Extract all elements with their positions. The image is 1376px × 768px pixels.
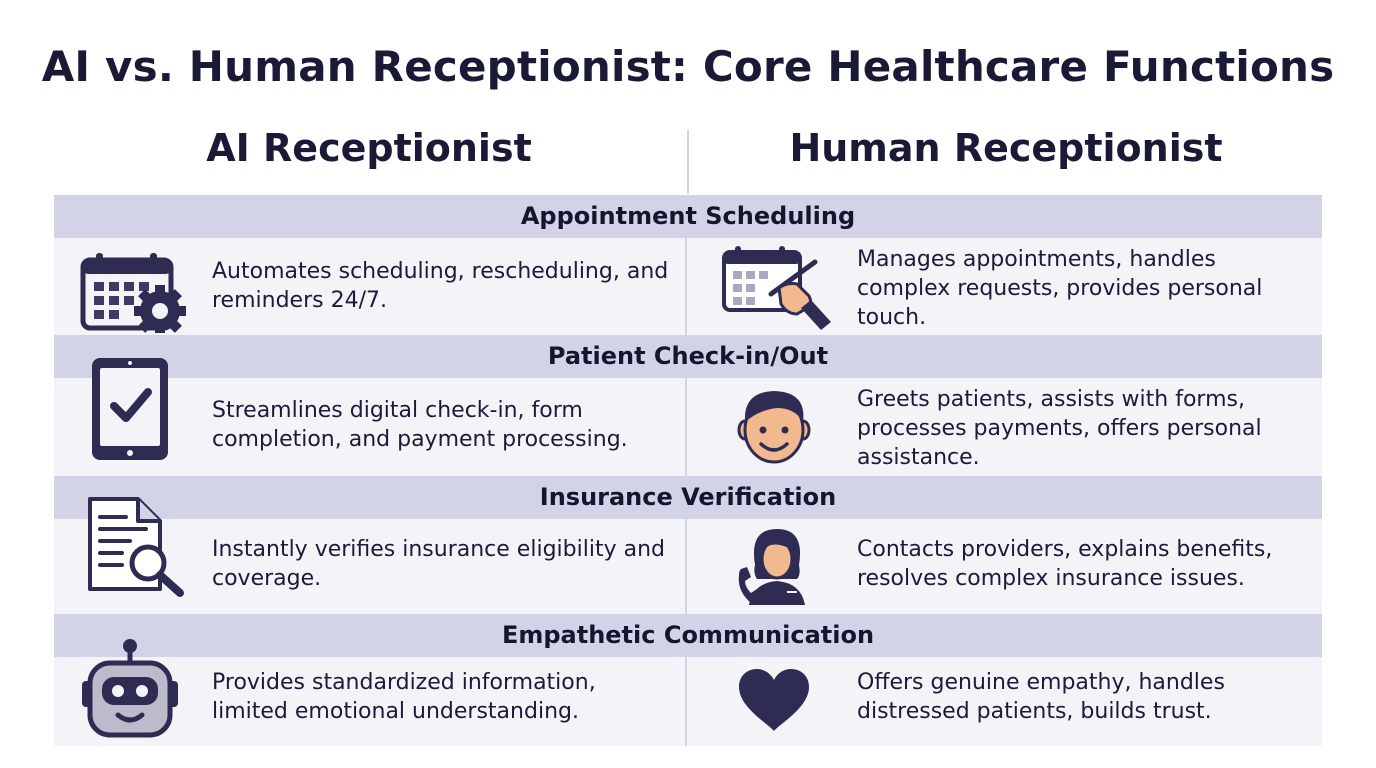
section-row: Automates scheduling, rescheduling, and … <box>54 238 1322 335</box>
column-header-ai: AI Receptionist <box>206 126 532 170</box>
human-description: Manages appointments, handles complex re… <box>857 247 1263 330</box>
section-empathetic-communication: Empathetic Communication Provides standa… <box>54 614 1322 746</box>
robot-icon <box>82 639 178 738</box>
comparison-table: Appointment Scheduling <box>54 195 1322 746</box>
section-heading: Empathetic Communication <box>54 614 1322 657</box>
calendar-gear-icon <box>80 253 186 333</box>
section-heading: Appointment Scheduling <box>54 195 1322 238</box>
ai-cell: Provides standardized information, limit… <box>54 639 687 746</box>
ai-description: Automates scheduling, rescheduling, and … <box>212 259 669 313</box>
document-magnifier-icon <box>88 497 184 597</box>
section-heading: Insurance Verification <box>54 476 1322 519</box>
human-description: Contacts providers, explains benefits, r… <box>857 537 1273 591</box>
woman-phone-icon <box>738 529 805 605</box>
human-cell: Contacts providers, explains benefits, r… <box>687 519 1322 614</box>
human-cell: Greets patients, assists with forms, pro… <box>687 378 1322 476</box>
section-insurance-verification: Insurance Verification Instantl <box>54 476 1322 614</box>
ai-description: Streamlines digital check-in, form compl… <box>212 398 628 452</box>
ai-description: Instantly verifies insurance eligibility… <box>212 537 665 591</box>
heart-icon <box>739 669 809 731</box>
ai-cell: Instantly verifies insurance eligibility… <box>54 497 687 614</box>
page-title: AI vs. Human Receptionist: Core Healthca… <box>41 42 1335 91</box>
smiling-person-icon <box>737 391 811 464</box>
human-cell: Offers genuine empathy, handles distress… <box>687 657 1322 746</box>
ai-description: Provides standardized information, limit… <box>212 670 596 724</box>
human-description: Greets patients, assists with forms, pro… <box>857 387 1262 470</box>
tablet-checkmark-icon <box>92 358 168 460</box>
human-description: Offers genuine empathy, handles distress… <box>857 670 1225 724</box>
section-row: Provides standardized information, limit… <box>54 639 1322 746</box>
column-divider <box>687 130 689 194</box>
section-heading: Patient Check-in/Out <box>54 335 1322 378</box>
human-cell: Manages appointments, handles complex re… <box>687 238 1322 335</box>
ai-cell: Streamlines digital check-in, form compl… <box>54 358 687 476</box>
section-row: Instantly verifies insurance eligibility… <box>54 497 1322 614</box>
ai-cell: Automates scheduling, rescheduling, and … <box>54 238 687 335</box>
section-patient-check-in-out: Patient Check-in/Out Streamlines digital… <box>54 335 1322 476</box>
section-row: Streamlines digital check-in, form compl… <box>54 358 1322 476</box>
column-header-human: Human Receptionist <box>789 126 1223 170</box>
section-appointment-scheduling: Appointment Scheduling <box>54 195 1322 335</box>
calendar-pen-hand-icon <box>722 246 831 330</box>
